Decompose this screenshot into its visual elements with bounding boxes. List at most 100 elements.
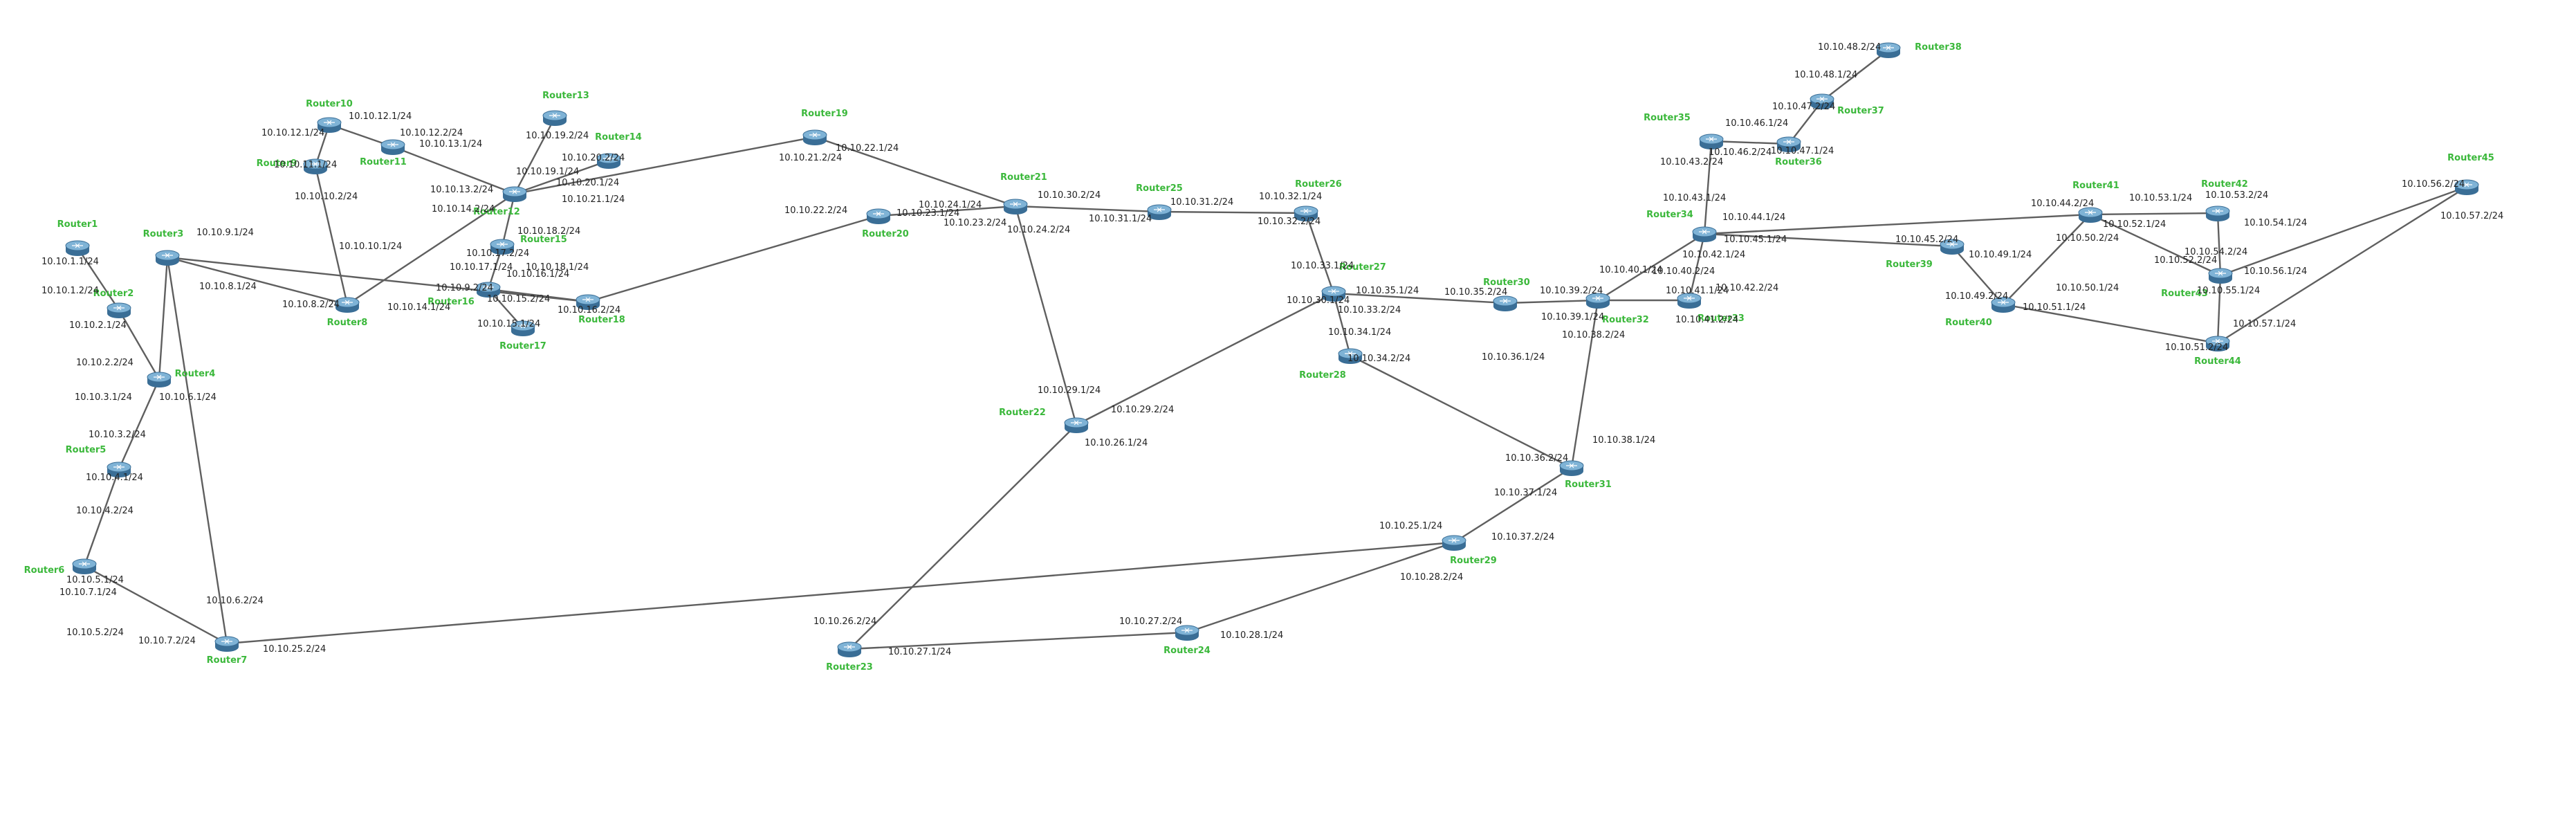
link-r41-r43 bbox=[2090, 213, 2221, 277]
interface-address-label: 10.10.43.1/24 bbox=[1663, 193, 1726, 203]
link-r28-r31 bbox=[1350, 354, 1572, 469]
router-icon bbox=[303, 158, 328, 174]
router-icon bbox=[1064, 417, 1089, 433]
router-icon bbox=[317, 117, 342, 133]
router-label: Router9 bbox=[257, 158, 297, 169]
router-node-r13[interactable]: Router13 bbox=[542, 91, 589, 126]
router-node-r7[interactable]: Router7 bbox=[207, 636, 248, 666]
router-icon bbox=[510, 320, 535, 336]
link-r43-r45 bbox=[2220, 185, 2467, 277]
router-label: Router17 bbox=[499, 341, 546, 351]
router-icon bbox=[490, 239, 515, 255]
router-node-r21[interactable]: Router21 bbox=[1000, 172, 1047, 214]
interface-address-label: 10.10.4.2/24 bbox=[76, 506, 134, 516]
router-node-r12[interactable]: Router12 bbox=[473, 186, 527, 217]
router-node-r36[interactable]: Router36 bbox=[1775, 136, 1822, 167]
router-label: Router5 bbox=[66, 445, 107, 455]
link-r20-r21 bbox=[878, 205, 1016, 217]
router-node-r19[interactable]: Router19 bbox=[801, 109, 848, 145]
router-icon bbox=[1991, 297, 2016, 313]
router-node-r34[interactable]: Router34 bbox=[1646, 210, 1717, 242]
link-r3-r4 bbox=[158, 257, 169, 380]
router-node-r41[interactable]: Router41 bbox=[2072, 181, 2119, 223]
router-node-r43[interactable]: Router43 bbox=[2161, 268, 2233, 299]
router-label: Router35 bbox=[1644, 113, 1691, 123]
interface-address-label: 10.10.24.2/24 bbox=[1007, 225, 1070, 235]
interface-address-label: 10.10.5.2/24 bbox=[66, 628, 124, 638]
router-node-r2[interactable]: Router2 bbox=[93, 289, 134, 318]
interface-address-label: 10.10.41.1/24 bbox=[1666, 286, 1729, 296]
router-node-r8[interactable]: Router8 bbox=[327, 297, 368, 328]
router-node-r37[interactable]: Router37 bbox=[1810, 93, 1884, 116]
router-node-r33[interactable]: Router33 bbox=[1677, 293, 1745, 324]
router-node-r10[interactable]: Router10 bbox=[306, 99, 353, 133]
router-icon bbox=[502, 186, 527, 202]
router-node-r35[interactable]: Router35 bbox=[1644, 113, 1724, 149]
interface-address-label: 10.10.6.1/24 bbox=[159, 392, 217, 403]
interface-address-label: 10.10.49.2/24 bbox=[1945, 291, 2008, 302]
router-node-r28[interactable]: Router28 bbox=[1299, 348, 1363, 381]
router-icon bbox=[2205, 206, 2230, 221]
interface-address-label: 10.10.47.1/24 bbox=[1771, 146, 1834, 156]
router-icon bbox=[335, 297, 360, 313]
router-node-r32[interactable]: Router32 bbox=[1585, 293, 1649, 325]
router-node-r40[interactable]: Router40 bbox=[1945, 297, 2016, 328]
router-node-r38[interactable]: Router38 bbox=[1876, 42, 1962, 58]
router-node-r24[interactable]: Router24 bbox=[1163, 625, 1211, 656]
router-node-r4[interactable]: Router4 bbox=[147, 369, 215, 387]
interface-address-label: 10.10.43.2/24 bbox=[1660, 157, 1723, 167]
interface-address-label: 10.10.48.1/24 bbox=[1794, 70, 1857, 80]
router-node-r16[interactable]: Router16 bbox=[427, 282, 501, 307]
interface-address-label: 10.10.46.1/24 bbox=[1725, 118, 1788, 129]
interface-address-label: 10.10.53.2/24 bbox=[2205, 190, 2268, 201]
router-icon bbox=[2454, 179, 2479, 195]
router-icon bbox=[596, 153, 621, 169]
link-r21-r25 bbox=[1015, 205, 1160, 213]
router-node-r25[interactable]: Router25 bbox=[1136, 183, 1183, 220]
interface-address-label: 10.10.22.1/24 bbox=[836, 143, 899, 154]
router-node-r6[interactable]: Router6 bbox=[24, 558, 97, 576]
router-node-r18[interactable]: Router18 bbox=[576, 294, 625, 325]
router-node-r1[interactable]: Router1 bbox=[57, 219, 98, 256]
router-node-r29[interactable]: Router29 bbox=[1442, 535, 1497, 566]
router-node-r44[interactable]: Router44 bbox=[2194, 336, 2241, 367]
router-node-r22[interactable]: Router22 bbox=[999, 408, 1089, 433]
router-node-r17[interactable]: Router17 bbox=[499, 320, 546, 351]
router-node-r27[interactable]: Router27 bbox=[1321, 262, 1386, 302]
router-node-r14[interactable]: Router14 bbox=[595, 132, 642, 169]
router-node-r20[interactable]: Router20 bbox=[862, 208, 909, 239]
router-node-r5[interactable]: Router5 bbox=[66, 445, 131, 477]
interface-address-label: 10.10.52.2/24 bbox=[2154, 255, 2217, 266]
router-icon bbox=[147, 372, 172, 387]
router-node-r9[interactable]: Router9 bbox=[257, 158, 328, 174]
router-label: Router27 bbox=[1339, 262, 1386, 273]
interface-address-label: 10.10.1.2/24 bbox=[42, 286, 99, 296]
router-label: Router40 bbox=[1945, 318, 1992, 328]
interface-address-label: 10.10.4.1/24 bbox=[86, 473, 143, 483]
router-node-r30[interactable]: Router30 bbox=[1483, 277, 1530, 311]
router-node-r11[interactable]: Router11 bbox=[360, 139, 407, 167]
interface-address-label: 10.10.44.2/24 bbox=[2031, 199, 2094, 209]
interface-address-label: 10.10.49.1/24 bbox=[1969, 250, 2032, 260]
router-node-r45[interactable]: Router45 bbox=[2447, 153, 2494, 195]
router-node-r15[interactable]: Router15 bbox=[490, 235, 567, 255]
router-node-r42[interactable]: Router42 bbox=[2201, 179, 2248, 221]
interface-address-label: 10.10.18.1/24 bbox=[526, 262, 589, 273]
interface-address-label: 10.10.34.2/24 bbox=[1347, 354, 1410, 364]
link-r44-r45 bbox=[2217, 185, 2467, 345]
interface-address-label: 10.10.15.1/24 bbox=[477, 319, 540, 329]
router-icon bbox=[1442, 535, 1466, 551]
interface-address-label: 10.10.29.1/24 bbox=[1038, 385, 1101, 396]
router-icon bbox=[542, 110, 567, 126]
router-label: Router29 bbox=[1450, 556, 1497, 566]
router-node-r23[interactable]: Router23 bbox=[826, 641, 873, 673]
interface-address-label: 10.10.17.1/24 bbox=[450, 262, 513, 273]
link-r39-r40 bbox=[1951, 246, 2004, 305]
router-node-r3[interactable]: Router3 bbox=[143, 229, 184, 266]
interface-address-label: 10.10.26.2/24 bbox=[813, 616, 876, 627]
router-node-r26[interactable]: Router26 bbox=[1294, 179, 1342, 221]
router-node-r31[interactable]: Router31 bbox=[1559, 460, 1612, 490]
link-r3-r18 bbox=[167, 256, 589, 303]
interface-address-label: 10.10.12.1/24 bbox=[349, 111, 412, 122]
router-node-r39[interactable]: Router39 bbox=[1886, 239, 1965, 270]
